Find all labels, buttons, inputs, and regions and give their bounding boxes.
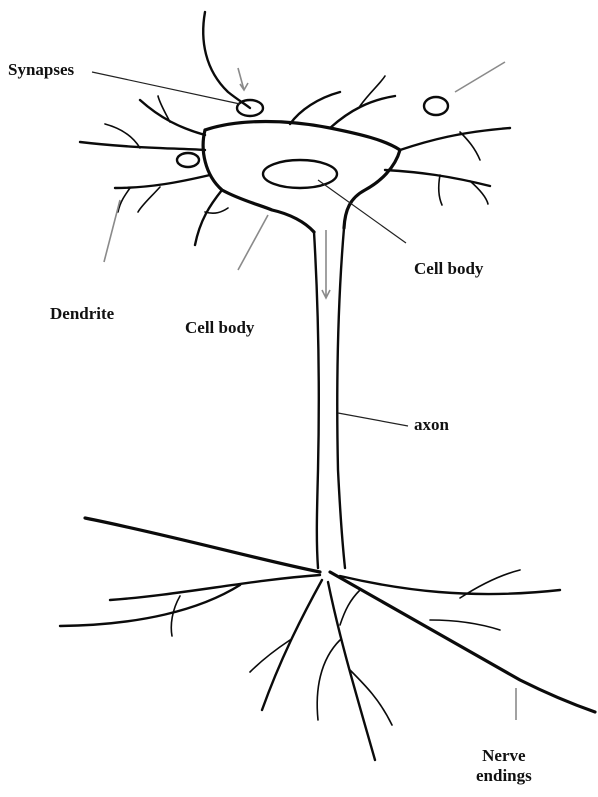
pointer-axon	[338, 413, 408, 426]
label-cell-body-right: Cell body	[414, 259, 483, 279]
stray-line-left	[104, 200, 120, 262]
dendrite-left-1	[80, 142, 205, 150]
incoming-fibre	[203, 12, 250, 108]
label-nerve-line1: Nerve	[476, 746, 532, 766]
axon-right-edge	[337, 228, 345, 568]
stray-line-mid	[238, 215, 268, 270]
terminal-down-mid-3	[317, 640, 340, 720]
dendrite-left-3	[115, 175, 210, 188]
arrow-synapse-top	[238, 68, 248, 90]
label-nerve-endings: Nerve endings	[476, 746, 532, 785]
dendrite-lower-left	[195, 190, 222, 245]
terminal-left-4	[60, 585, 240, 626]
nucleus	[263, 160, 337, 188]
label-synapses: Synapses	[8, 60, 74, 80]
terminal-left-3	[171, 596, 180, 636]
synapse-knob-2	[177, 153, 199, 167]
dendrite-left-4	[138, 187, 160, 212]
axon-arrow	[322, 230, 330, 298]
pointer-cell-body	[318, 180, 406, 243]
dendrite-upper-mid	[290, 92, 340, 124]
label-cell-body-left: Cell body	[185, 318, 254, 338]
label-dendrite: Dendrite	[50, 304, 114, 324]
dendrite-upper-right-1	[330, 96, 395, 128]
terminal-down-left	[262, 580, 322, 710]
arrow-synapse-right	[455, 62, 505, 92]
terminal-right-4	[430, 620, 500, 630]
label-axon: axon	[414, 415, 449, 435]
dendrite-right-2	[460, 132, 480, 160]
terminal-right-2	[340, 576, 560, 594]
label-nerve-line2: endings	[476, 766, 532, 786]
cell-body-outline	[203, 122, 400, 233]
axon-left-edge	[314, 232, 319, 568]
terminal-right-5	[340, 590, 360, 625]
pointer-synapses	[92, 72, 240, 104]
terminal-left-2	[110, 575, 320, 600]
dendrite-right-3	[385, 170, 490, 186]
synapse-knob-3	[424, 97, 448, 115]
terminal-left-main	[85, 518, 320, 572]
dendrite-right-4	[439, 175, 442, 205]
dendrite-upper-left-1	[140, 100, 205, 135]
dendrite-right-1	[400, 128, 510, 150]
